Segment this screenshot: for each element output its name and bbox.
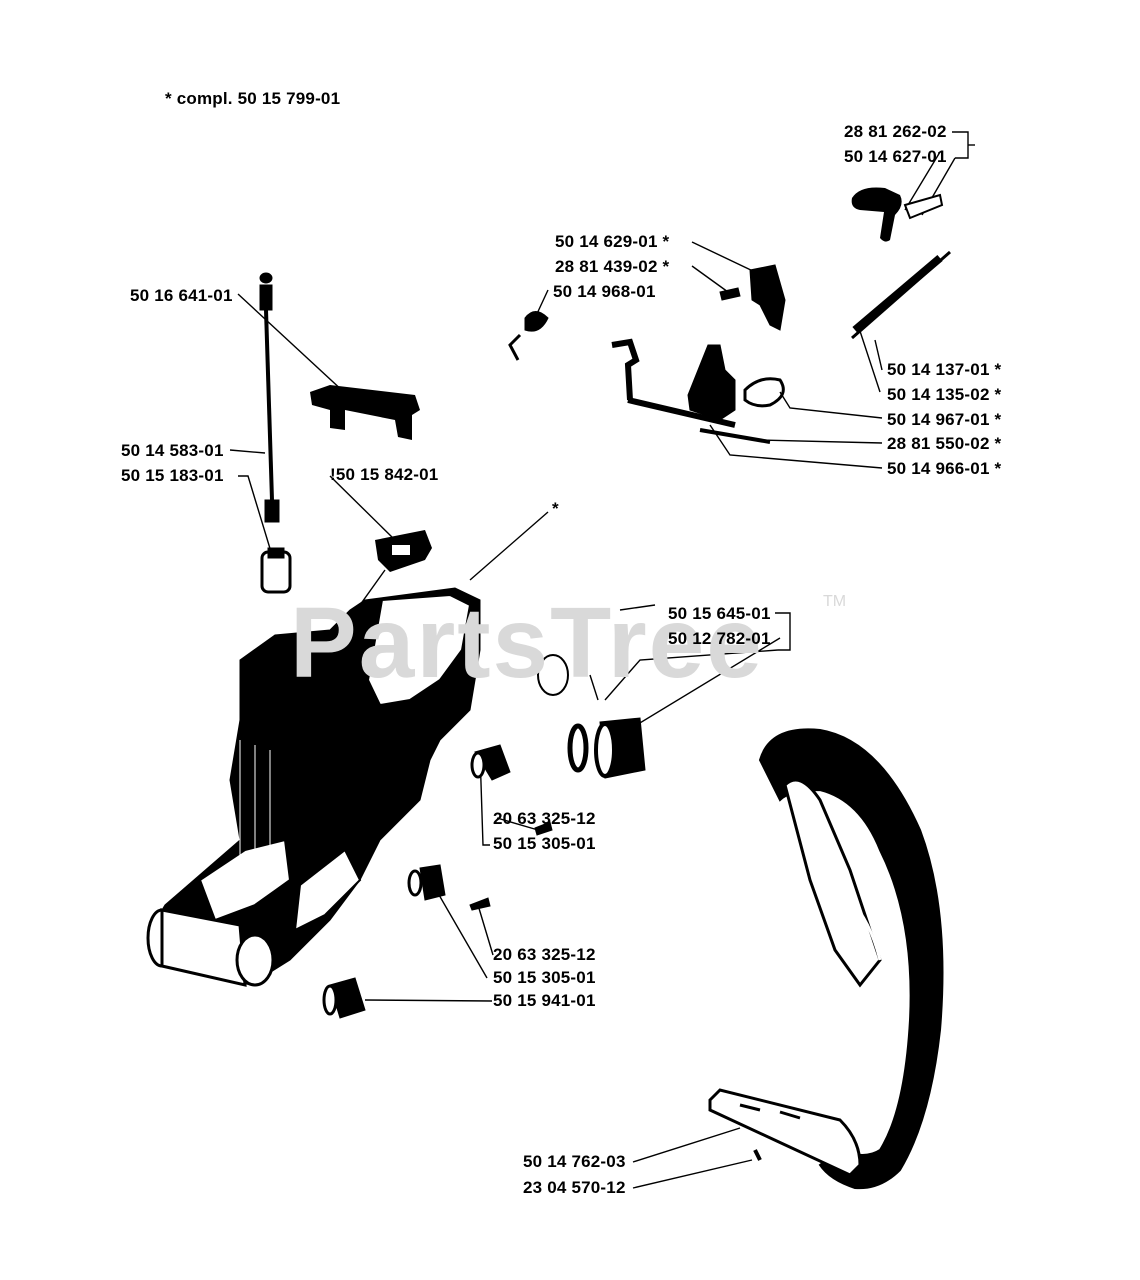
callout-5012782-01: 50 12 782-01: [668, 629, 771, 648]
callout-5014967-01: 50 14 967-01 *: [887, 410, 1002, 429]
callout-2063325-12-upper: 20 63 325-12: [493, 809, 596, 828]
latch-parts: [508, 264, 786, 361]
callout-5014629-01: 50 14 629-01 *: [555, 232, 670, 251]
callout-2881550-02: 28 81 550-02 *: [887, 434, 1002, 453]
spring-pin: [851, 250, 951, 340]
callout-5014627-01: 50 14 627-01: [844, 147, 947, 166]
callout-5014968-01: 50 14 968-01: [553, 282, 656, 301]
callout-5014966-01: 50 14 966-01 *: [887, 459, 1002, 478]
callout-5014137-01: 50 14 137-01 *: [887, 360, 1002, 379]
callout-5015183-01: 50 15 183-01: [121, 466, 224, 485]
stop-switch-assembly: [611, 338, 785, 444]
fuel-cap: [537, 654, 646, 779]
callout-5015941-01: 50 15 941-01: [493, 991, 596, 1010]
bracket-part: [375, 530, 432, 572]
dampers: [322, 744, 553, 1019]
fuel-hose: [259, 272, 292, 594]
callout-2063325-12-lower: 20 63 325-12: [493, 945, 596, 964]
assembly-note: * compl. 50 15 799-01: [165, 89, 341, 108]
leader-lines: [229, 131, 975, 1189]
callout-2881262-02: 28 81 262-02: [844, 122, 947, 141]
callout-2881439-02: 28 81 439-02 *: [555, 257, 670, 276]
throttle-lever: [851, 187, 944, 242]
callout-5015305-01-lower: 50 15 305-01: [493, 968, 596, 987]
watermark: PartsTree: [290, 587, 764, 699]
callout-5014135-02: 50 14 135-02 *: [887, 385, 1002, 404]
callout-asterisk: *: [552, 499, 559, 518]
callout-5014583-01: 50 14 583-01: [121, 441, 224, 460]
callout-2304570-12: 23 04 570-12: [523, 1178, 626, 1197]
callout-5015842-01: !50 15 842-01: [330, 465, 439, 484]
callout-5015645-01: 50 15 645-01: [668, 604, 771, 623]
filter-bar: [310, 385, 420, 440]
callout-5016641-01: 50 16 641-01: [130, 286, 233, 305]
trademark-mark: TM: [823, 593, 847, 610]
tank-housing: [146, 587, 481, 987]
front-handle: [708, 728, 944, 1190]
callout-5015305-01-upper: 50 15 305-01: [493, 834, 596, 853]
callout-5014762-03: 50 14 762-03: [523, 1152, 626, 1171]
